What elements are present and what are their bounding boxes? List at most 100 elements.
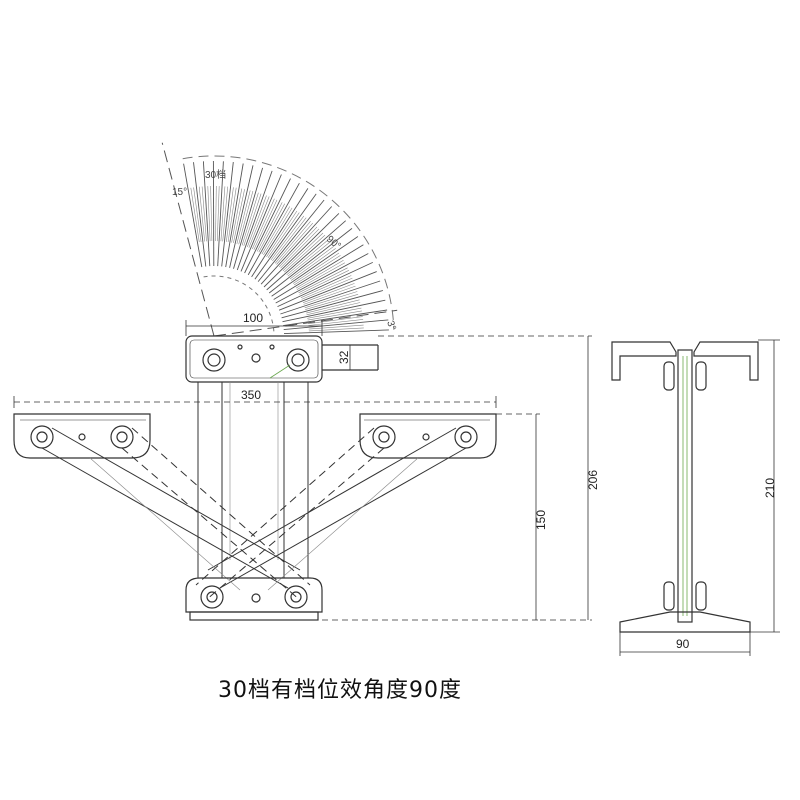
angle-tick [270, 215, 305, 261]
angle-tick [261, 206, 290, 255]
dim-350-line [13, 396, 497, 408]
angle-tick [303, 285, 356, 305]
angle-tick [293, 255, 341, 286]
angle-tick [233, 167, 264, 269]
angle-tick [201, 186, 207, 242]
angle-tick [308, 319, 364, 326]
angle-tick [247, 195, 267, 248]
angle-tick [280, 280, 381, 315]
angle-tick [290, 248, 336, 281]
angle-tick [198, 186, 205, 242]
angle-tick [306, 299, 360, 314]
angle-tick [282, 232, 324, 272]
angle-tick [308, 324, 364, 330]
side-view-profile [611, 341, 759, 633]
angle-tick [307, 307, 362, 319]
angle-tick [247, 182, 300, 276]
angle-tick [193, 162, 207, 267]
angle-tick [263, 207, 293, 256]
angle-tick [283, 319, 389, 331]
angle-tick [266, 220, 346, 291]
angle-tick [225, 163, 244, 268]
angle-tick [302, 283, 355, 303]
angle-tick [267, 212, 300, 258]
angle-tick [258, 203, 285, 253]
angle-tick [217, 161, 224, 267]
angle-tick [300, 275, 352, 298]
dim-206: 206 [586, 470, 600, 490]
angle-tick [254, 193, 317, 280]
angle-tick [296, 262, 346, 290]
angle-tick [243, 193, 262, 246]
angle-tick [231, 188, 243, 243]
angle-tick [257, 199, 325, 282]
angle-scale-fan [161, 142, 398, 337]
angle-tick [260, 206, 333, 285]
angle-tick [304, 291, 358, 309]
angle-tick [220, 186, 226, 242]
angle-tick [289, 245, 335, 280]
angle-tick [207, 186, 211, 242]
angle-tick [278, 226, 318, 268]
angle-tick [292, 252, 340, 284]
angle-tick [286, 239, 329, 276]
angle-tick [266, 210, 298, 257]
angle-tick [278, 271, 377, 311]
angle-tick [306, 302, 361, 316]
angle-tick [274, 221, 311, 264]
angle-tick [215, 185, 217, 242]
dim-210-line [750, 339, 780, 633]
angle-tick [275, 253, 369, 304]
dim-150: 150 [534, 510, 548, 530]
center-columns [197, 382, 309, 578]
angle-tick [295, 260, 344, 289]
angle-tick [277, 261, 373, 308]
dim-32: 32 [337, 350, 351, 364]
angle-tick [283, 329, 389, 335]
dim-206-line [378, 335, 592, 621]
angle-tick [273, 244, 364, 300]
angle-tick [308, 327, 364, 332]
drawing-caption: 30档有档位效角度90度 [218, 678, 462, 703]
angle-tick [226, 187, 234, 242]
angle-tick [299, 270, 350, 295]
angle-tick [221, 162, 234, 267]
angle-label-30-steps: 30档 [205, 168, 226, 181]
angle-limit-line [213, 309, 398, 337]
angle-tick [301, 277, 353, 300]
angle-tick [308, 316, 363, 324]
angle-limit-line [161, 142, 215, 337]
angle-tick [248, 196, 270, 248]
dim-210: 210 [763, 478, 777, 498]
angle-tick [236, 170, 273, 271]
angle-tick [283, 309, 388, 327]
angle-tick [307, 310, 362, 321]
angle-tick [280, 228, 320, 269]
angle-guide-arc [182, 155, 395, 330]
angle-tick [202, 161, 211, 267]
angle-tick [251, 188, 309, 278]
angle-tick [256, 202, 283, 252]
dim-90-line [619, 632, 751, 656]
angle-tick [298, 267, 348, 294]
angle-tick [241, 192, 259, 246]
angle-tick [229, 165, 254, 268]
angle-tick [240, 174, 282, 272]
angle-tick [252, 198, 275, 250]
angle-tick [263, 213, 340, 288]
left-arm-bracket [13, 413, 151, 459]
angle-tick [183, 163, 203, 268]
angle-tick [282, 299, 386, 323]
angle-tick [276, 222, 314, 265]
dim-350: 350 [241, 388, 261, 402]
angle-label-15: 15° [172, 187, 187, 198]
dim-100: 100 [243, 311, 263, 325]
angle-tick [281, 290, 384, 319]
angle-tick [190, 187, 200, 243]
right-arm-bracket [359, 413, 497, 459]
angle-tick [268, 228, 353, 294]
angle-guide-arc [203, 275, 275, 334]
dim-150-line [322, 413, 540, 621]
angle-tick [284, 234, 326, 273]
